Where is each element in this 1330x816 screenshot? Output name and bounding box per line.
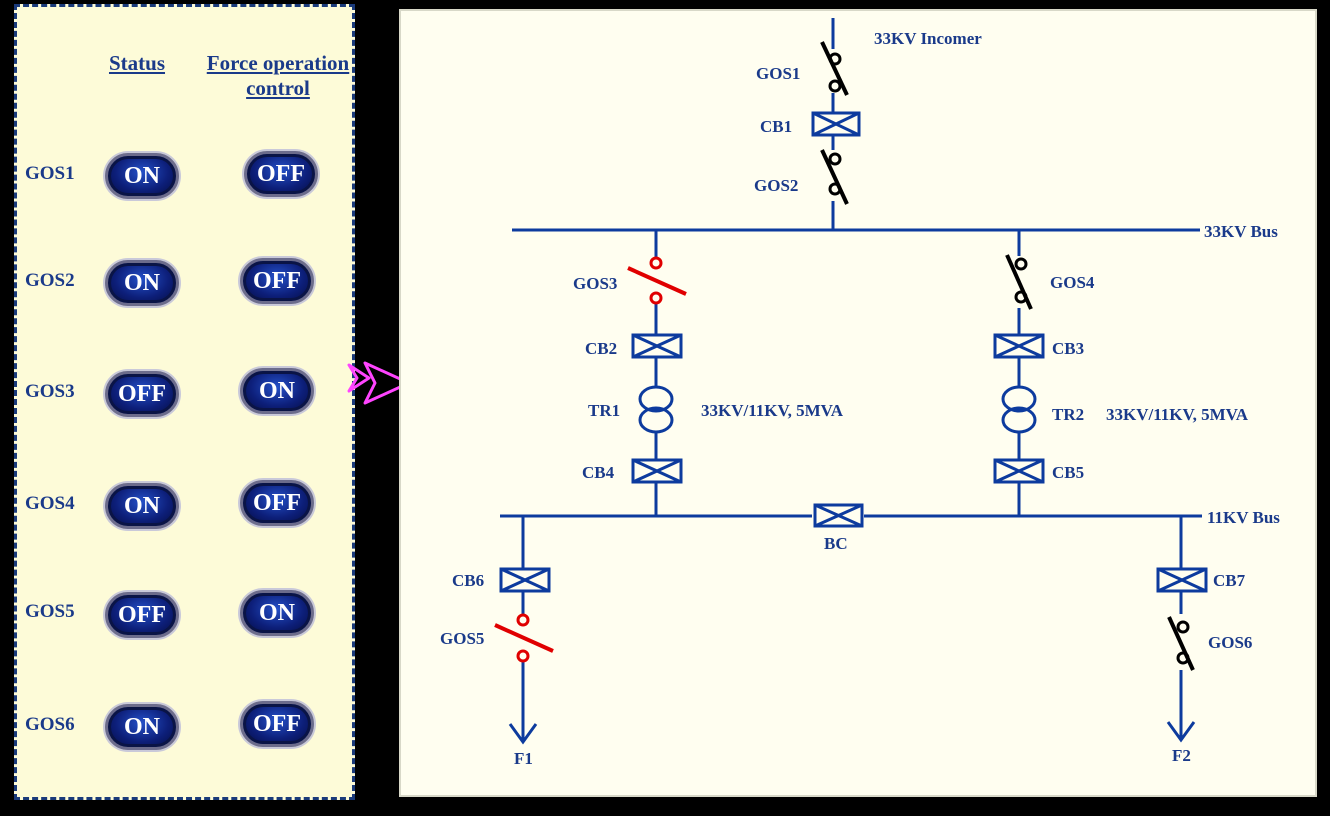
label-cb5: CB5: [1052, 463, 1084, 482]
cb1-breaker: [811, 111, 861, 137]
gos4-status-indicator: ON: [105, 483, 179, 529]
status-header: Status: [108, 51, 166, 75]
gos1-force-button[interactable]: OFF: [244, 151, 318, 197]
label-tr1: TR1: [588, 401, 620, 420]
label-cb4: CB4: [582, 463, 615, 482]
bc-breaker: [813, 503, 864, 528]
gos2-force-button[interactable]: OFF: [240, 258, 314, 304]
cb3-breaker: [993, 333, 1045, 359]
control-panel: Status Force operation control GOS1 ON O…: [14, 4, 355, 800]
force-control-header-line2: control: [246, 76, 310, 100]
label-f1: F1: [514, 749, 533, 768]
label-bc: BC: [824, 534, 848, 553]
label-gos1: GOS1: [756, 64, 800, 83]
label-gos4: GOS4: [1050, 273, 1095, 292]
label-cb7: CB7: [1213, 571, 1246, 590]
gos6-force-button[interactable]: OFF: [240, 701, 314, 747]
gos3-label: GOS3: [25, 381, 75, 402]
cb7-breaker: [1156, 567, 1208, 593]
gos4-label: GOS4: [25, 493, 75, 514]
gos5-switch: [494, 613, 554, 663]
feeder-f2: [1166, 516, 1196, 743]
gos1-switch: [820, 41, 849, 96]
label-f2: F2: [1172, 746, 1191, 765]
label-cb2: CB2: [585, 339, 617, 358]
gos2-label: GOS2: [25, 270, 75, 291]
tr1-transformer: [638, 385, 674, 434]
label-gos3: GOS3: [573, 274, 617, 293]
gos5-force-button[interactable]: ON: [240, 590, 314, 636]
gos4-force-button[interactable]: OFF: [240, 480, 314, 526]
label-cb6: CB6: [452, 571, 484, 590]
cb4-breaker: [631, 458, 683, 484]
feeder-f1: [508, 516, 538, 745]
gos3-switch: [627, 256, 687, 305]
gos4-switch: [1005, 254, 1033, 310]
gos6-status-indicator: ON: [105, 704, 179, 750]
tr2-transformer: [1001, 385, 1037, 434]
label-33kv-bus: 33KV Bus: [1204, 222, 1278, 241]
gos2-switch: [820, 149, 849, 205]
gos6-switch: [1167, 616, 1195, 671]
gos3-status-indicator: OFF: [105, 371, 179, 417]
gos3-force-button[interactable]: ON: [240, 368, 314, 414]
gos5-label: GOS5: [25, 601, 75, 622]
arrow-right-icon: [347, 361, 411, 405]
gos6-label: GOS6: [25, 714, 75, 735]
label-gos2: GOS2: [754, 176, 798, 195]
label-tr1-rating: 33KV/11KV, 5MVA: [701, 401, 844, 420]
cb6-breaker: [499, 567, 551, 593]
force-control-header-line1: Force operation: [206, 51, 350, 75]
label-cb3: CB3: [1052, 339, 1084, 358]
label-gos5: GOS5: [440, 629, 484, 648]
label-cb1: CB1: [760, 117, 792, 136]
cb5-breaker: [993, 458, 1045, 484]
label-tr2-rating: 33KV/11KV, 5MVA: [1106, 405, 1249, 424]
label-gos6: GOS6: [1208, 633, 1252, 652]
gos2-status-indicator: ON: [105, 260, 179, 306]
gos5-status-indicator: OFF: [105, 592, 179, 638]
single-line-diagram: 33KV Incomer GOS1 CB1 GOS2 33KV Bus GOS3…: [399, 9, 1317, 797]
gos1-label: GOS1: [25, 163, 75, 184]
label-11kv-bus: 11KV Bus: [1207, 508, 1280, 527]
cb2-breaker: [631, 333, 683, 359]
label-incomer: 33KV Incomer: [874, 29, 982, 48]
gos1-status-indicator: ON: [105, 153, 179, 199]
label-tr2: TR2: [1052, 405, 1084, 424]
